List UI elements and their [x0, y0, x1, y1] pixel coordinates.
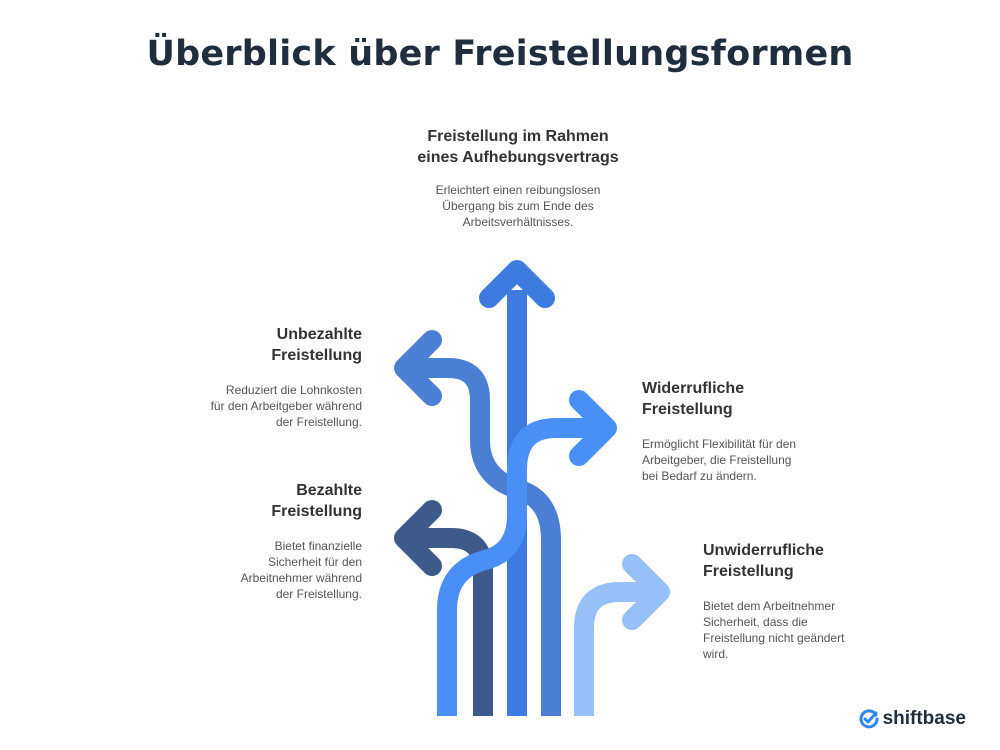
arrowhead-bezahlt: [394, 500, 442, 576]
arrow-unbezahlt: [415, 358, 561, 716]
item-heading: Bezahlte Freistellung: [271, 482, 362, 520]
logo-text: shiftbase: [882, 708, 966, 729]
item-heading: Unwiderrufliche Freistellung: [703, 542, 824, 580]
item-description: Bietet finanzielle Sicherheit für den Ar…: [240, 539, 362, 601]
item-heading: Widerrufliche Freistellung: [642, 380, 745, 418]
item-heading: Unbezahlte Freistellung: [271, 326, 362, 364]
item-heading: Freistellung im Rahmen eines Aufhebungsv…: [417, 128, 619, 166]
item-unwiderruflich: Unwiderrufliche Freistellung Bietet dem …: [703, 540, 853, 662]
item-description: Reduziert die Lohnkosten für den Arbeitg…: [210, 383, 362, 429]
arrow-unwiderruflich: [574, 582, 648, 716]
item-unbezahlt: Unbezahlte Freistellung Reduziert die Lo…: [210, 324, 362, 430]
arrowhead-unwiderruflich: [622, 554, 670, 630]
check-circle-icon: [859, 709, 879, 729]
item-bezahlt: Bezahlte Freistellung Bietet finanzielle…: [220, 480, 362, 602]
arrowhead-widerruflich: [569, 390, 617, 466]
item-description: Bietet dem Arbeitnehmer Sicherheit, dass…: [703, 599, 845, 661]
shiftbase-logo: shiftbase: [859, 708, 966, 730]
item-description: Erleichtert einen reibungslosen Übergang…: [435, 183, 601, 229]
arrowhead-aufhebung: [479, 260, 555, 308]
arrowhead-unbezahlt: [394, 330, 442, 406]
page-title: Überblick über Freistellungsformen: [146, 34, 854, 74]
item-aufhebung: Freistellung im Rahmen eines Aufhebungsv…: [416, 126, 620, 230]
item-widerruflich: Widerrufliche Freistellung Ermöglicht Fl…: [642, 378, 802, 484]
item-description: Ermöglicht Flexibilität für den Arbeitge…: [642, 437, 797, 483]
arrow-widerruflich: [437, 418, 595, 716]
